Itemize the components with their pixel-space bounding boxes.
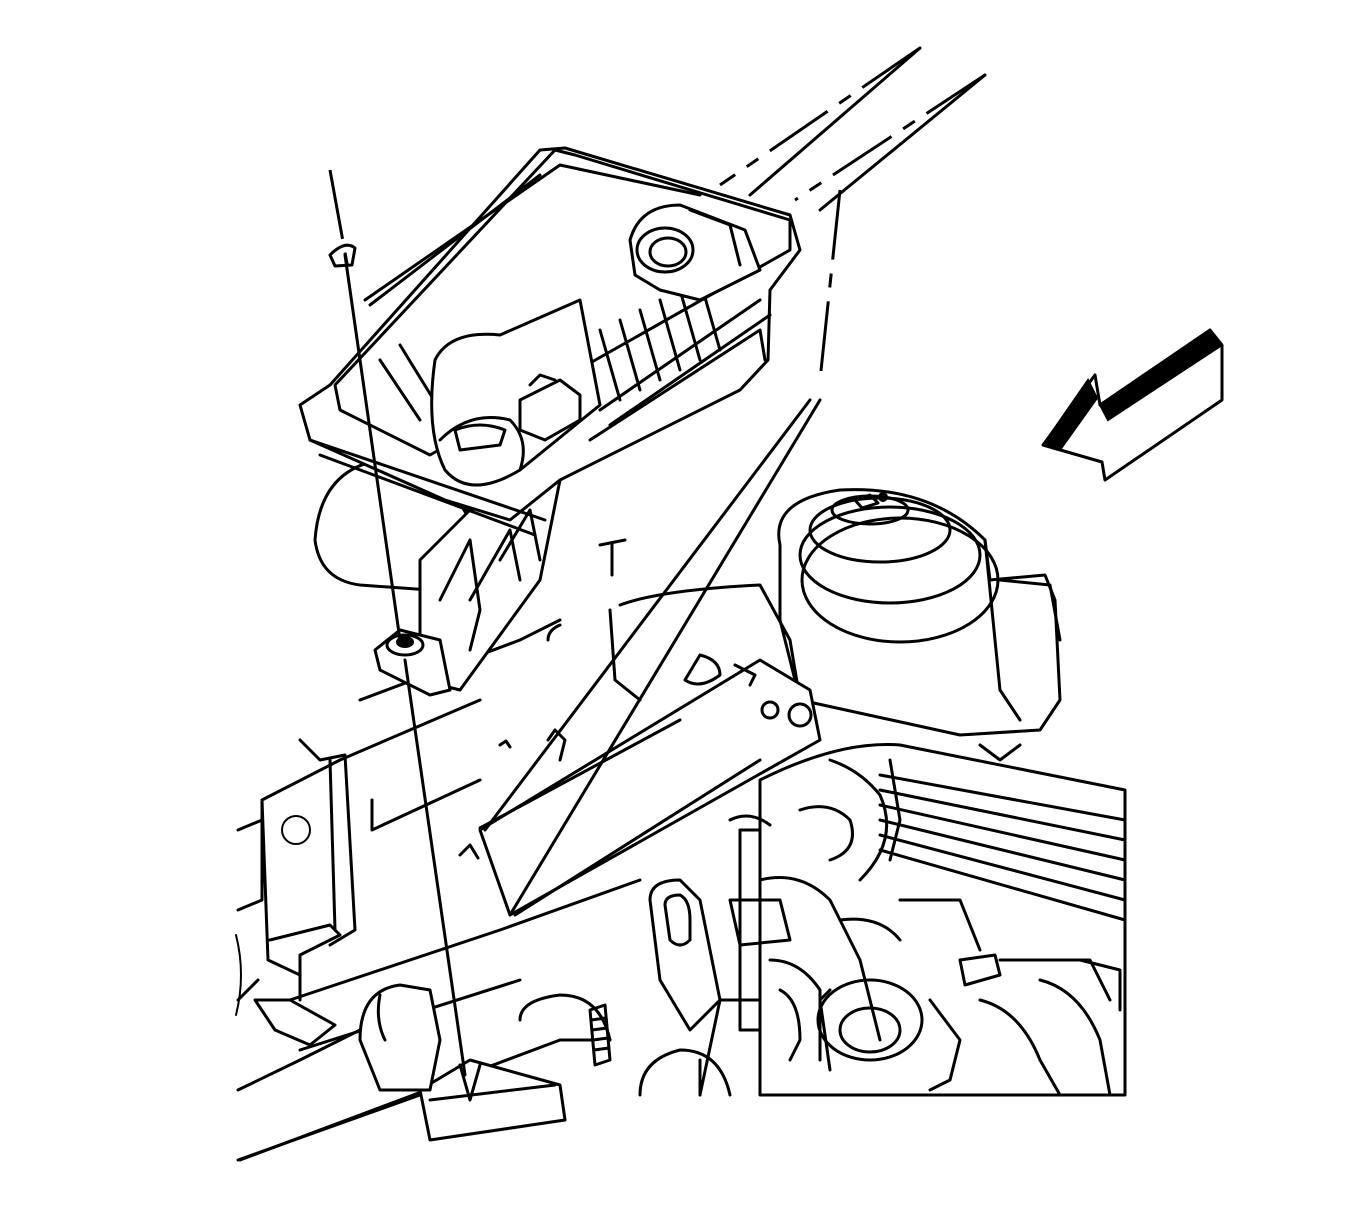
strut-tower: [608, 488, 1062, 737]
air-cleaner-assembly: [298, 146, 802, 697]
lower-mount: [358, 983, 612, 1142]
leader-lines: [328, 46, 987, 1077]
mounting-bracket: [458, 538, 822, 917]
engine-assembly: [638, 742, 1127, 1097]
arrow-left-icon: [1041, 328, 1224, 482]
